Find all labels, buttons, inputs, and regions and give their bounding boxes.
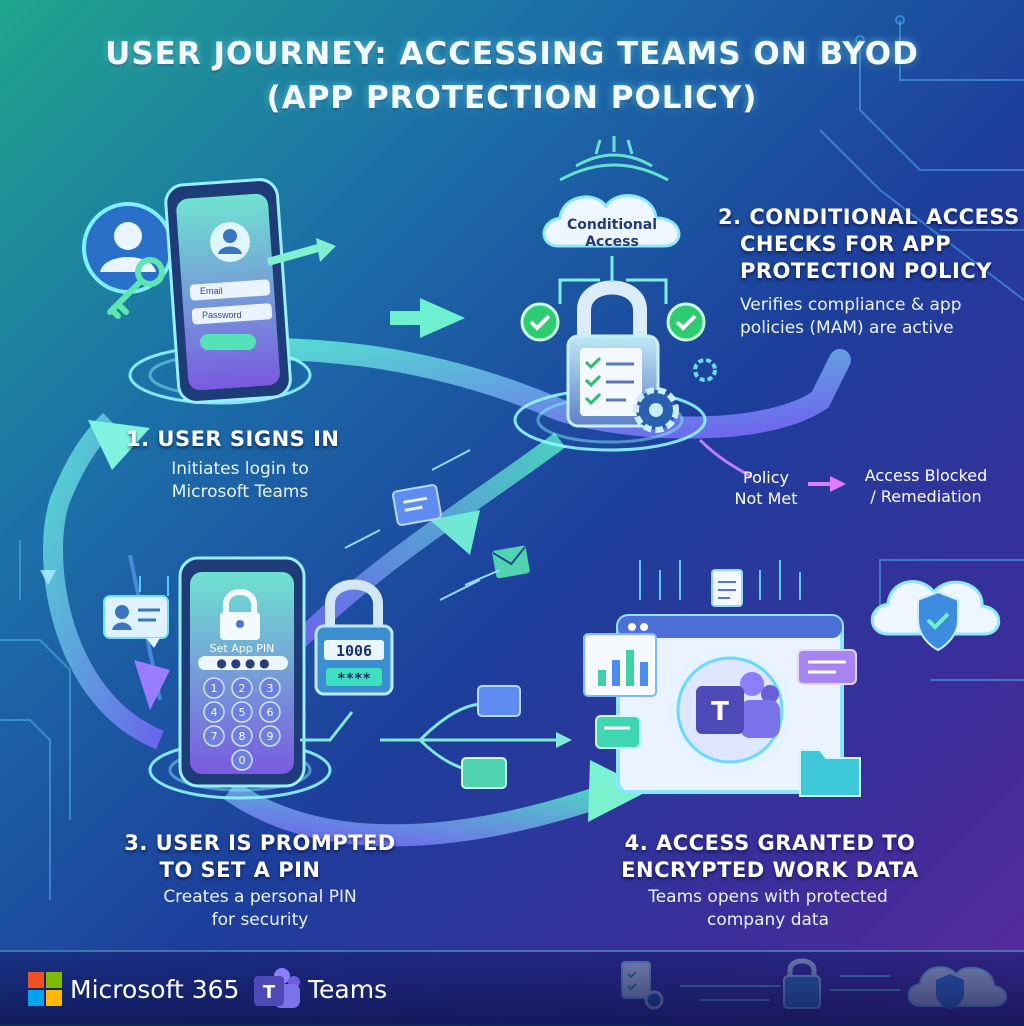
keypad-key	[203, 725, 225, 747]
card-icon-1	[477, 685, 521, 717]
policy-outcome: Access Blocked / Remediation	[864, 466, 988, 506]
keypad-key	[203, 677, 225, 699]
keypad-key	[259, 677, 281, 699]
gear-icon	[633, 358, 717, 433]
pin-code: 1006	[336, 642, 372, 660]
checklist-icon	[580, 348, 642, 416]
cloud-label-2: Access	[585, 234, 639, 250]
contact-card-icon	[103, 595, 169, 648]
step1-description: Initiates login to Microsoft Teams	[171, 459, 309, 502]
policy-branch-line	[698, 438, 751, 478]
keypad-key	[231, 701, 253, 723]
policy-condition: Policy Not Met	[734, 468, 798, 508]
keypad-key	[231, 725, 253, 747]
cloud-label-1: Conditional	[567, 217, 657, 233]
svg-text:● ● ● ●: ● ● ● ●	[216, 656, 269, 670]
footer-app: Teams	[308, 975, 388, 1004]
message-icon	[797, 649, 857, 685]
chart-icon	[583, 633, 657, 697]
footer-bar	[0, 950, 1024, 1026]
flow-path-3-4	[223, 779, 624, 847]
keypad-key-label: 0	[239, 754, 246, 767]
arrow-to-teams-head	[588, 760, 650, 822]
microsoft-logo-icon	[28, 972, 62, 1006]
pin-title: Set App PIN	[210, 642, 275, 655]
keypad-key-label: 6	[267, 706, 274, 719]
keypad-key	[203, 701, 225, 723]
shield-check-icon	[870, 580, 1001, 652]
check-icon-right	[666, 302, 706, 342]
footer-teams-icon: T	[254, 968, 300, 1008]
keypad-key-label: 2	[239, 682, 246, 695]
step4-heading: 4. ACCESS GRANTED TO ENCRYPTED WORK DATA	[621, 831, 919, 882]
password-field: Password	[202, 310, 242, 320]
step1-heading: 1. USER SIGNS IN	[126, 427, 340, 451]
chat-bubble-icon	[595, 715, 641, 749]
keypad-key	[259, 725, 281, 747]
keypad-key	[231, 677, 253, 699]
step2-heading: 2. CONDITIONAL ACCESS CHECKS FOR APP PRO…	[718, 205, 1020, 283]
envelope-icon	[492, 545, 530, 579]
folder-icon	[799, 749, 861, 797]
card-icon-2	[461, 757, 507, 789]
keypad-key-label: 9	[267, 730, 274, 743]
page-title: USER JOURNEY: ACCESSING TEAMS ON BYOD (A…	[0, 32, 1024, 120]
step3-description: Creates a personal PIN for security	[163, 887, 357, 930]
step3-heading: 3. USER IS PROMPTED TO SET A PIN	[124, 831, 396, 882]
document-icon	[711, 569, 743, 607]
policy-arrow-icon	[830, 476, 846, 492]
pin-mask: ****	[337, 671, 371, 687]
step2-description: Verifies compliance & app policies (MAM)…	[740, 295, 962, 338]
title-line-2: (APP PROTECTION POLICY)	[266, 80, 758, 116]
teams-tile-letter: T	[711, 697, 729, 727]
pin-keypad: 1 2 3 4 5 6 7 8 9 0	[203, 677, 281, 771]
flow-path-return	[43, 412, 164, 750]
cloud-icon	[542, 136, 681, 248]
step4-description: Teams opens with protected company data	[648, 887, 888, 930]
keypad-key-label: 3	[267, 682, 274, 695]
chat-icon	[392, 484, 442, 526]
data-flow-lines	[300, 702, 560, 774]
arrow-down-left-head	[430, 510, 480, 555]
teams-icon	[696, 672, 780, 738]
keypad-key-label: 4	[211, 706, 218, 719]
check-icon-left	[520, 302, 560, 342]
keypad-key-label: 1	[211, 682, 218, 695]
keypad-key	[231, 749, 253, 771]
email-field: Email	[200, 286, 223, 296]
keypad-key-label: 8	[239, 730, 246, 743]
title-line-1: USER JOURNEY: ACCESSING TEAMS ON BYOD	[105, 36, 919, 72]
pin-padlock-icon	[314, 579, 394, 696]
circuit-decoration	[0, 15, 1024, 900]
footer-brand: Microsoft 365	[70, 975, 240, 1004]
keypad-key-label: 7	[211, 730, 218, 743]
svg-text:T: T	[263, 982, 276, 1003]
keypad-key	[259, 701, 281, 723]
arrow-up-head	[88, 420, 150, 470]
keypad-key-label: 5	[239, 706, 246, 719]
user-key-icon	[82, 202, 174, 319]
flow-path-1-2	[179, 337, 851, 439]
arrow-right-head	[420, 298, 465, 338]
phone-login: Email Password	[164, 178, 336, 404]
